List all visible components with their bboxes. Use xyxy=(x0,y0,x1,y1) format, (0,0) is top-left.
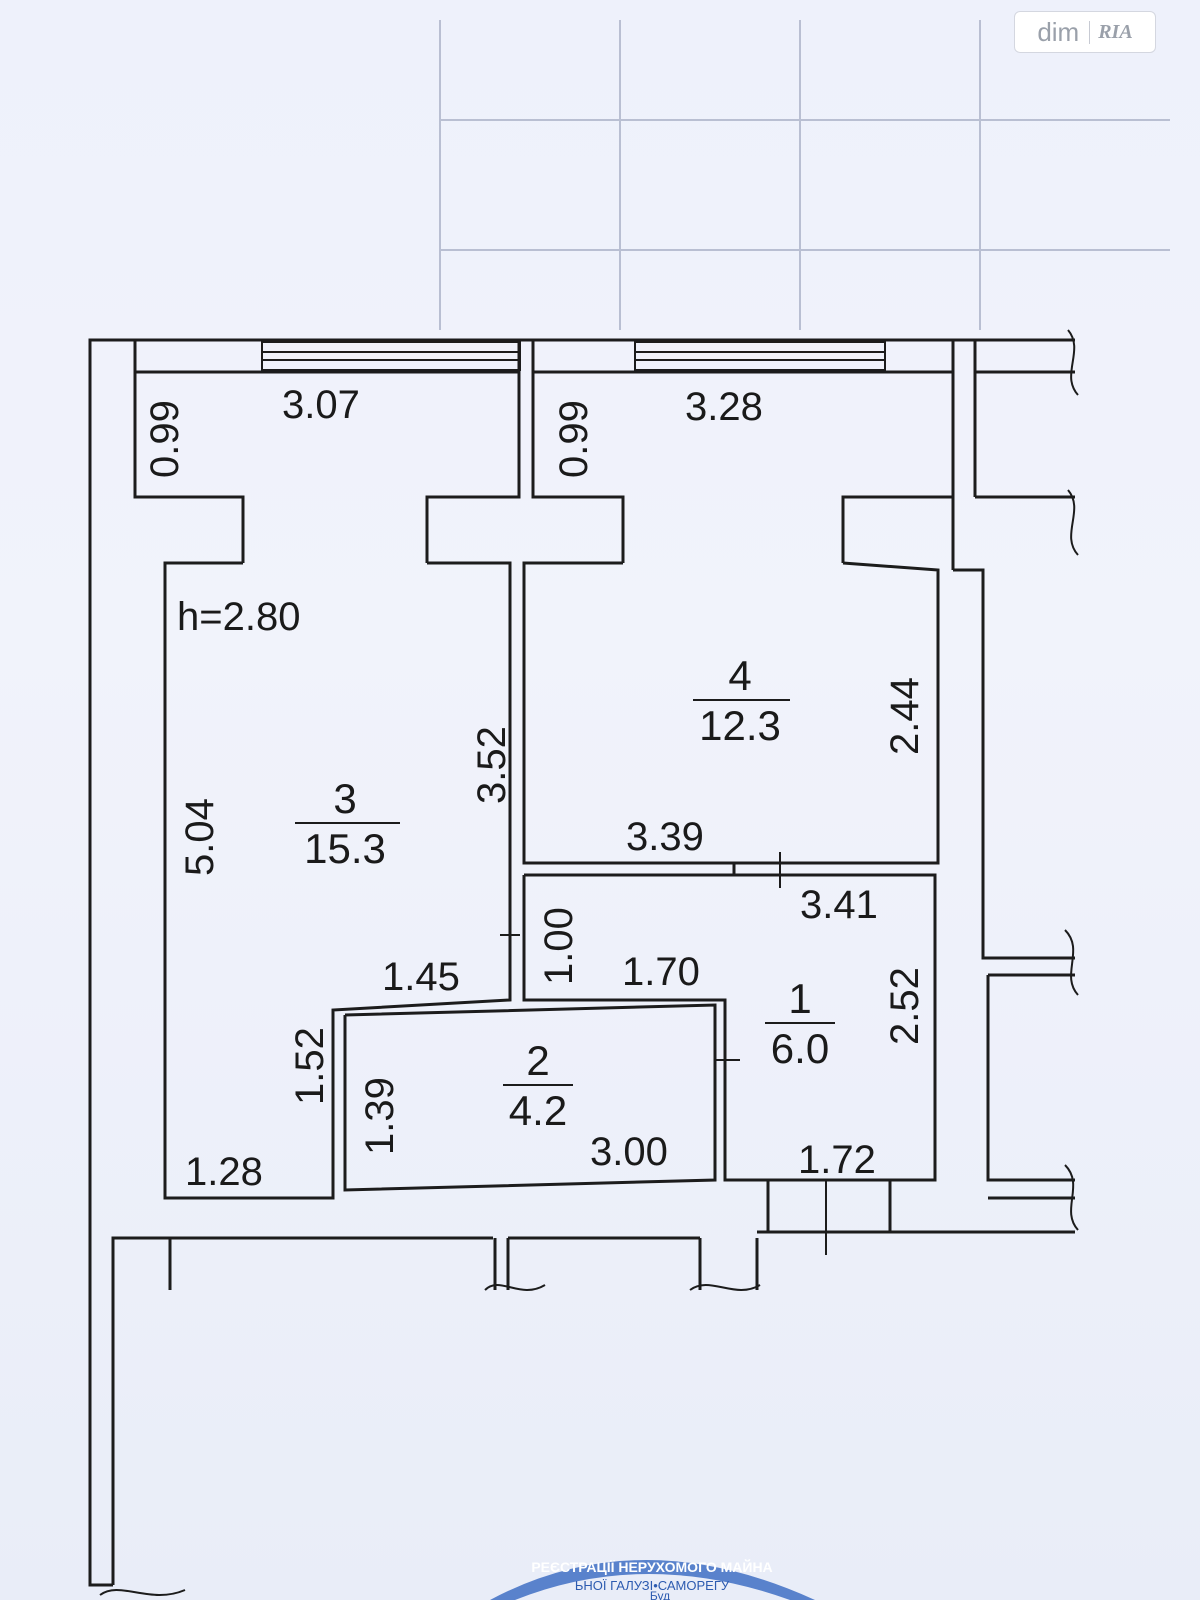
room-2-outline xyxy=(343,880,717,1192)
dim-room1-width-bottom: 1.72 xyxy=(798,1138,876,1182)
dim-room4-width: 3.39 xyxy=(626,815,704,859)
neighbour-walls xyxy=(953,568,1079,1231)
dim-corridor-length: 1.70 xyxy=(622,950,700,994)
dim-room3-length: 5.04 xyxy=(178,798,222,876)
dim-balcony-right-depth: 0.99 xyxy=(552,400,596,478)
stamp-line-3: Буд xyxy=(650,1589,670,1600)
room-3-number: 3 xyxy=(333,775,356,822)
dim-room2-height: 1.39 xyxy=(358,1077,402,1155)
dim-corridor-width: 1.00 xyxy=(537,907,581,985)
watermark-dim: dim xyxy=(1037,16,1080,47)
stamp-line-1: РЕЄСТРАЦІЇ НЕРУХОМОГО МАЙНА xyxy=(531,1558,772,1575)
dim-balcony-right-width: 3.28 xyxy=(685,385,763,429)
room-3-area: 15.3 xyxy=(304,825,386,872)
dim-room3-notch-width: 1.28 xyxy=(185,1150,263,1194)
background-table-lines xyxy=(439,20,1170,330)
ceiling-height: h=2.80 xyxy=(177,595,300,639)
room-4-outline xyxy=(522,561,940,888)
dim-balcony-left-depth: 0.99 xyxy=(143,400,187,478)
dim-room3-step: 1.45 xyxy=(382,955,460,999)
room-3-outline xyxy=(163,561,512,1200)
balcony-left xyxy=(133,340,521,563)
room-4-area: 12.3 xyxy=(699,702,781,749)
dim-room3-notch-height: 1.52 xyxy=(288,1027,332,1105)
dim-room1-height: 2.52 xyxy=(883,967,927,1045)
room-1-outline xyxy=(522,873,937,1255)
room-2-number: 2 xyxy=(526,1037,549,1084)
room-1-number: 1 xyxy=(788,975,811,1022)
dim-room2-width: 3.00 xyxy=(590,1130,668,1174)
site-watermark: dim RIA xyxy=(1014,11,1156,53)
watermark-ria: RIA xyxy=(1089,20,1133,44)
dim-room4-height: 2.44 xyxy=(883,677,927,755)
room-4-number: 4 xyxy=(728,652,751,699)
dim-room1-width-top: 3.41 xyxy=(800,883,878,927)
outer-walls xyxy=(88,338,1075,1596)
room-2-area: 4.2 xyxy=(509,1087,567,1134)
official-stamp: РЕЄСТРАЦІЇ НЕРУХОМОГО МАЙНА ЬНОЇ ГАЛУЗІ•… xyxy=(490,1558,815,1600)
room-1-area: 6.0 xyxy=(771,1025,829,1072)
room-labels xyxy=(295,699,835,1086)
stamp-line-2: ЬНОЇ ГАЛУЗІ•САМОРЕГУ xyxy=(575,1578,730,1593)
dim-room3-width: 3.52 xyxy=(470,726,514,804)
balcony-right xyxy=(531,329,1079,570)
dim-balcony-left-width: 3.07 xyxy=(282,383,360,427)
